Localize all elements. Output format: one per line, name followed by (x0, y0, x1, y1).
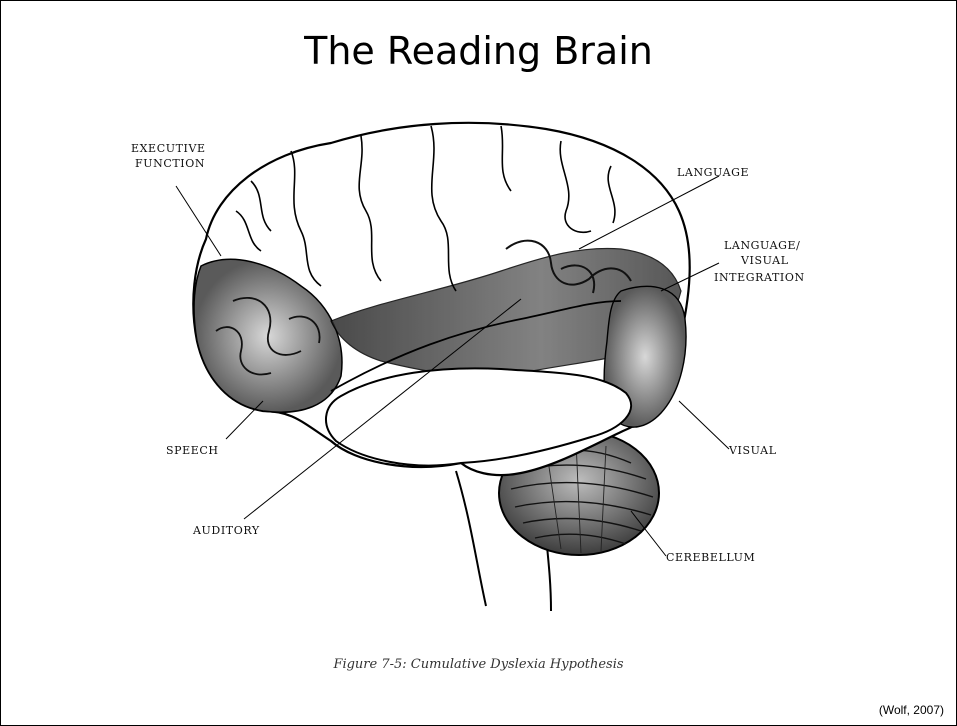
label-language-visual-line3: INTEGRATION (714, 271, 805, 284)
label-executive-function: EXECUTIVE (131, 142, 206, 155)
label-visual: VISUAL (728, 444, 777, 457)
label-language-visual: LANGUAGE/ (724, 239, 800, 252)
label-cerebellum: CEREBELLUM (666, 551, 755, 564)
citation: (Wolf, 2007) (879, 703, 944, 717)
label-language-visual-line2: VISUAL (740, 254, 789, 267)
label-speech: SPEECH (166, 444, 219, 457)
label-executive-function-line2: FUNCTION (135, 157, 205, 170)
label-auditory: AUDITORY (192, 524, 260, 537)
figure-caption: Figure 7-5: Cumulative Dyslexia Hypothes… (1, 657, 956, 672)
label-language: LANGUAGE (677, 166, 749, 179)
